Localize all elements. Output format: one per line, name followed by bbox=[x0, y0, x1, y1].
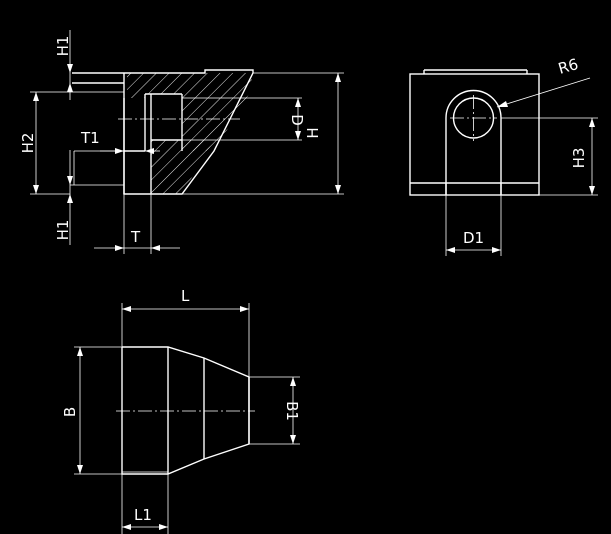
section-hatch-lower bbox=[151, 140, 214, 194]
dim-label-h1-top: H1 bbox=[54, 36, 72, 57]
front-body bbox=[409, 73, 540, 196]
section-hatch-top bbox=[127, 73, 253, 98]
top-outline bbox=[121, 346, 250, 475]
dim-label-l1: L1 bbox=[134, 506, 152, 524]
dim-label-d: D bbox=[288, 114, 306, 126]
dim-label-h1-bottom: H1 bbox=[54, 220, 72, 241]
dim-label-h3: H3 bbox=[570, 148, 588, 169]
dim-label-r6: R6 bbox=[556, 55, 580, 78]
dim-label-h2: H2 bbox=[19, 133, 37, 154]
dim-label-l: L bbox=[181, 287, 190, 305]
section-hatch-right-upper bbox=[182, 94, 249, 151]
top-view: L B B1 L1 bbox=[61, 287, 301, 534]
dim-label-d1: D1 bbox=[463, 229, 484, 247]
dim-label-t: T bbox=[130, 228, 141, 246]
front-lug bbox=[445, 89, 502, 195]
dim-label-t1: T1 bbox=[80, 129, 100, 147]
dim-label-h: H bbox=[304, 127, 322, 138]
dim-label-b: B bbox=[61, 407, 79, 417]
front-view: R6 H3 D1 bbox=[409, 55, 598, 256]
dim-label-b1: B1 bbox=[283, 401, 301, 421]
side-view: H1 H2 T1 H1 T D bbox=[19, 30, 344, 254]
